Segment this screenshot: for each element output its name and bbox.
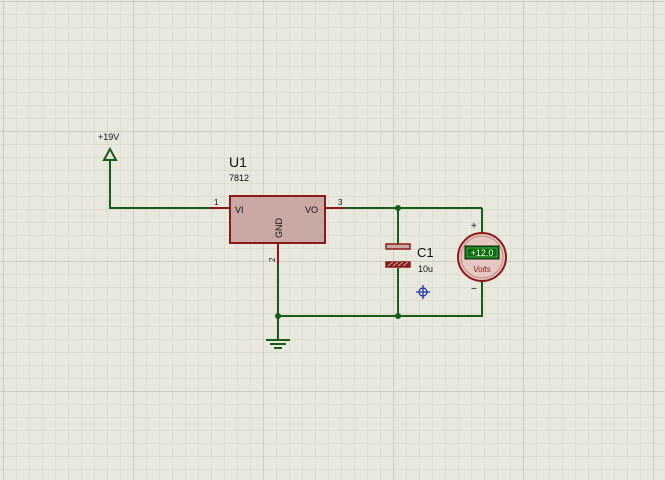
regulator-pin-in-number: 1 bbox=[214, 198, 219, 207]
crosshair-cursor bbox=[416, 285, 430, 299]
crosshair-cursor-icon bbox=[416, 285, 430, 299]
wire-ground-return[interactable] bbox=[278, 282, 483, 317]
polarized-capacitor-icon bbox=[385, 243, 411, 268]
ground-symbol[interactable] bbox=[266, 339, 290, 349]
wires bbox=[109, 160, 483, 340]
regulator-pin-out-number: 3 bbox=[338, 198, 343, 207]
power-terminal[interactable]: +19V bbox=[98, 132, 119, 161]
regulator-body bbox=[229, 195, 326, 244]
regulator-u1[interactable]: U1 7812 VI VO GND 1 3 2 bbox=[210, 154, 345, 264]
regulator-pin-gnd-name: GND bbox=[274, 218, 284, 239]
junction-dot bbox=[275, 313, 281, 319]
capacitor-reference: C1 bbox=[417, 245, 434, 260]
regulator-pin-in-name: VI bbox=[235, 205, 244, 215]
capacitor-c1[interactable]: C1 10u bbox=[385, 243, 434, 274]
voltmeter-display bbox=[464, 245, 500, 260]
voltmeter-display-inner bbox=[466, 247, 498, 258]
junction-dot bbox=[395, 205, 401, 211]
power-arrow-icon bbox=[102, 146, 118, 161]
regulator-reference: U1 bbox=[229, 154, 247, 170]
dc-voltmeter[interactable]: +12.0 Volts + − bbox=[457, 221, 507, 295]
ground-icon bbox=[266, 339, 290, 349]
power-terminal-label: +19V bbox=[98, 132, 119, 142]
regulator-part: 7812 bbox=[229, 173, 249, 183]
capacitor-value: 10u bbox=[418, 264, 433, 274]
voltmeter-plus-sign: + bbox=[471, 221, 477, 232]
voltmeter-minus-sign: − bbox=[471, 284, 477, 295]
regulator-pin-gnd-number: 2 bbox=[268, 257, 277, 262]
junction-dot bbox=[395, 313, 401, 319]
voltmeter-reading: +12.0 bbox=[471, 248, 494, 258]
wire-power-to-vi[interactable] bbox=[109, 160, 210, 209]
voltmeter-unit-label: Volts bbox=[473, 265, 491, 274]
regulator-pin-out-name: VO bbox=[305, 205, 318, 215]
